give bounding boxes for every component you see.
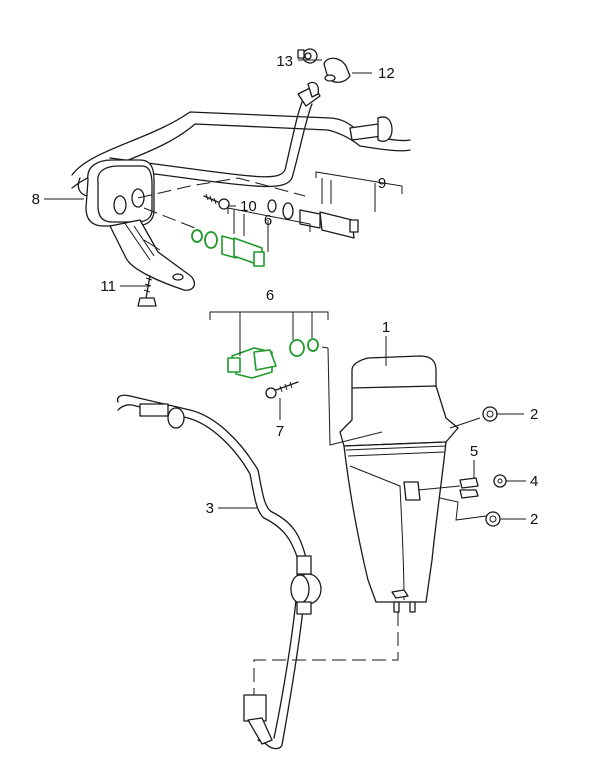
part-6-purge-valve-upper — [191, 229, 265, 267]
callout-4: 4 — [530, 473, 538, 490]
callout-2-lower: 2 — [530, 511, 538, 528]
callout-2-upper: 2 — [530, 406, 538, 423]
callout-3: 3 — [206, 500, 214, 517]
callout-8: 8 — [32, 191, 40, 208]
part-7-screw — [265, 381, 299, 399]
part-9-sensor — [267, 199, 359, 239]
callout-13: 13 — [276, 53, 293, 70]
callout-12: 12 — [378, 65, 395, 82]
part-2-grommet-upper — [482, 406, 498, 422]
callout-11: 11 — [100, 278, 116, 295]
part-2-grommet-lower — [485, 511, 501, 527]
part-8-bracket — [85, 159, 195, 291]
connection-lines — [137, 177, 487, 695]
kit-brackets — [209, 171, 403, 356]
callout-1: 1 — [382, 319, 390, 336]
callout-10: 10 — [240, 198, 257, 215]
callout-5: 5 — [470, 443, 478, 460]
part-13-fitting — [297, 48, 318, 64]
part-11-bolt — [137, 275, 157, 307]
part-6-purge-valve-lower — [227, 338, 319, 379]
part-12-elbow-cap — [323, 57, 351, 83]
part-1-canister — [339, 355, 459, 613]
callout-6-upper: 6 — [264, 212, 272, 229]
part-4-nut — [493, 474, 507, 488]
part-10-screw — [203, 193, 230, 210]
part-5-clip — [459, 477, 479, 499]
leader-lines — [44, 59, 526, 520]
callout-labels: 13 12 8 10 9 6 11 6 1 7 2 5 4 2 3 — [32, 53, 539, 528]
callout-7: 7 — [276, 423, 284, 440]
part-3-vent-line — [116, 394, 322, 750]
callout-6-lower: 6 — [266, 287, 274, 304]
callout-9: 9 — [378, 175, 386, 192]
